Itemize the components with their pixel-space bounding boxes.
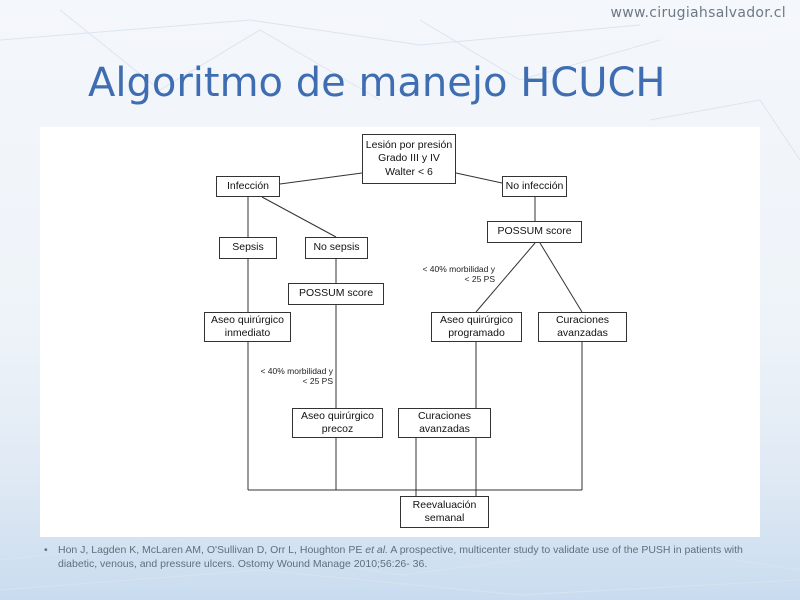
node-possum-right: POSSUM score bbox=[487, 221, 582, 243]
page-title: Algoritmo de manejo HCUCH bbox=[88, 60, 666, 106]
diagram-panel bbox=[40, 127, 760, 537]
node-aseo-programado: Aseo quirúrgico programado bbox=[431, 312, 522, 342]
node-possum-left: POSSUM score bbox=[288, 283, 384, 305]
edge-possum-curaciones bbox=[539, 242, 583, 313]
node-reevaluacion: Reevaluación semanal bbox=[400, 496, 489, 528]
reference-et-al: et al. bbox=[365, 544, 389, 556]
node-sepsis: Sepsis bbox=[219, 237, 277, 259]
node-aseo-inmediato: Aseo quirúrgico inmediato bbox=[204, 312, 291, 342]
edge-infeccion-no-sepsis bbox=[261, 196, 337, 238]
node-no-infeccion: No infección bbox=[502, 176, 567, 197]
edge-label-right: < 40% morbilidad y < 25 PS bbox=[422, 264, 495, 285]
bullet: • bbox=[44, 544, 48, 556]
edge-root-no-infeccion bbox=[455, 172, 503, 184]
node-curaciones-mid: Curaciones avanzadas bbox=[398, 408, 491, 438]
edge-possum-aseo-programado bbox=[475, 242, 536, 313]
node-curaciones-right: Curaciones avanzadas bbox=[538, 312, 627, 342]
edge-label-left: < 40% morbilidad y < 25 PS bbox=[260, 366, 333, 387]
node-infeccion: Infección bbox=[216, 176, 280, 197]
reference-text: A prospective, multicenter study to vali… bbox=[58, 544, 743, 571]
node-root: Lesión por presión Grado III y IV Walter… bbox=[362, 134, 456, 184]
node-aseo-precoz: Aseo quirúrgico precoz bbox=[292, 408, 383, 438]
node-no-sepsis: No sepsis bbox=[305, 237, 368, 259]
edge-root-infeccion bbox=[279, 172, 363, 185]
reference-citation: • Hon J, Lagden K, McLaren AM, O'Sulliva… bbox=[44, 543, 758, 571]
reference-authors: Hon J, Lagden K, McLaren AM, O'Sullivan … bbox=[58, 544, 366, 556]
site-url: www.cirugiahsalvador.cl bbox=[610, 5, 786, 21]
